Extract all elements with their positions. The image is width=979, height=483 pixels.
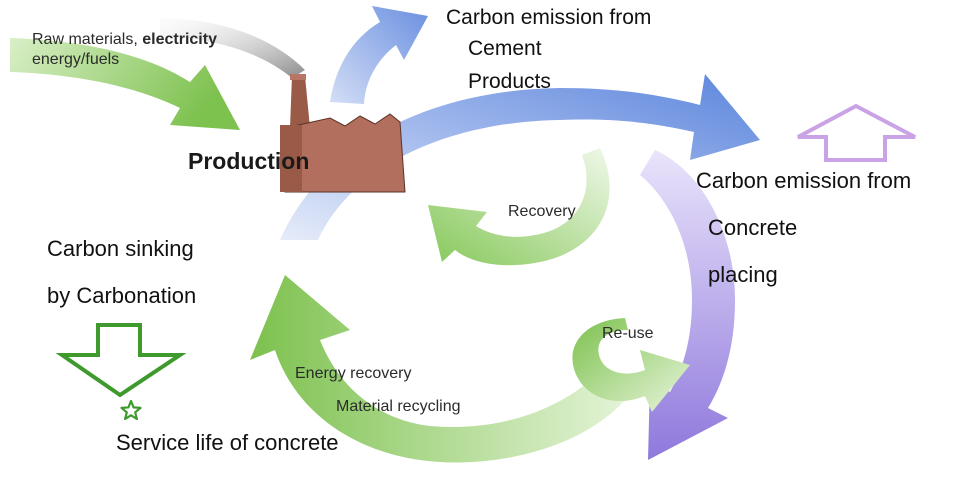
carbon-sinking-line1: Carbon sinking (47, 236, 194, 261)
emission-up-arrow-icon (797, 103, 916, 162)
reuse-label: Re-use (602, 325, 654, 342)
input-raw-materials: Raw materials, (32, 31, 138, 48)
cement-emission-small-arrow (330, 6, 428, 104)
input-label-line2: energy/fuels (32, 51, 120, 68)
material-recycling-label: Material recycling (336, 398, 461, 415)
production-label: Production (188, 148, 310, 174)
carbon-sink-down-arrow-icon (55, 323, 187, 398)
input-label-line1: Raw materials, electricity (32, 31, 217, 49)
cement-emission-line3: Products (468, 70, 551, 93)
reuse-arrow (572, 318, 690, 412)
service-life-label: Service life of concrete (116, 430, 339, 455)
input-arrow (10, 38, 240, 130)
service-life-star-icon (120, 399, 142, 421)
factory-icon (280, 74, 406, 193)
cement-emission-arrow (280, 74, 760, 240)
concrete-emission-line3: placing (708, 262, 778, 287)
recycling-arrow (250, 275, 625, 463)
smoke-swoosh (160, 18, 305, 78)
input-electricity: electricity (142, 31, 217, 48)
cement-emission-line2: Cement (468, 37, 542, 60)
recovery-label: Recovery (508, 203, 576, 220)
recovery-arrow (428, 148, 610, 266)
carbon-sinking-line2: by Carbonation (47, 283, 197, 308)
cement-emission-line1: Carbon emission from (446, 6, 652, 29)
concrete-emission-line1: Carbon emission from (696, 168, 912, 193)
concrete-emission-arrow (640, 150, 735, 460)
concrete-emission-line2: Concrete (708, 215, 798, 240)
energy-recovery-label: Energy recovery (295, 365, 412, 382)
